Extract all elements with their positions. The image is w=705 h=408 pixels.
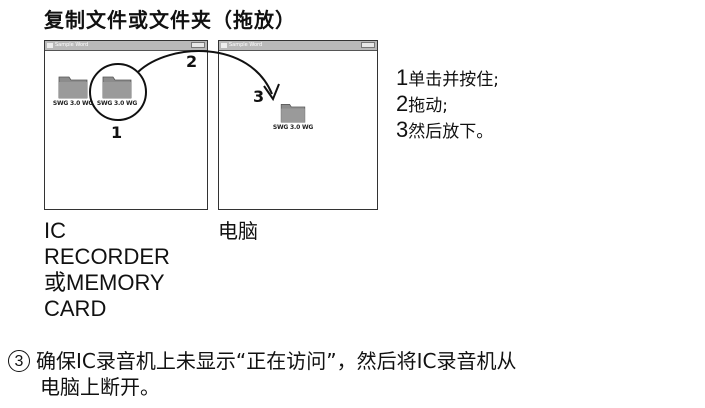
folder-icon bbox=[102, 76, 132, 99]
label-line: IC bbox=[44, 218, 66, 243]
folder-item[interactable]: SWG 3.0 WG bbox=[45, 73, 101, 107]
label-line: CARD bbox=[44, 296, 107, 321]
instruction-number: 1 bbox=[396, 65, 409, 90]
window-icon bbox=[221, 43, 227, 48]
drag-arrow bbox=[137, 50, 273, 95]
instruction-text: 拖动; bbox=[408, 96, 448, 116]
folder-name: SWG 3.0 WG bbox=[272, 124, 314, 131]
instruction-row: 3然后放下。 bbox=[396, 118, 499, 144]
window-titlebar: Sample Word bbox=[45, 41, 207, 51]
instruction-list: 1单击并按住; 2拖动; 3然后放下。 bbox=[396, 66, 499, 144]
instruction-text: 然后放下。 bbox=[408, 122, 494, 142]
folder-item[interactable]: SWG 3.0 WG bbox=[265, 101, 321, 131]
folder-name: SWG 3.0 WG bbox=[96, 100, 138, 107]
window-icon bbox=[47, 43, 53, 48]
selection-circle bbox=[89, 63, 147, 121]
folder-name: SWG 3.0 WG bbox=[52, 100, 94, 107]
step-3-line-2: 电脑上断开。 bbox=[40, 375, 160, 399]
circled-step-number: 3 bbox=[8, 350, 30, 372]
window-close-button[interactable] bbox=[361, 42, 375, 48]
instruction-row: 1单击并按住; bbox=[396, 66, 499, 92]
computer-window: Sample Word SWG 3.0 WG 3 bbox=[218, 40, 378, 210]
folder-item[interactable]: SWG 3.0 WG bbox=[89, 73, 145, 107]
page-title: 复制文件或文件夹（拖放） bbox=[44, 8, 296, 32]
instruction-row: 2拖动; bbox=[396, 92, 499, 118]
ic-recorder-label: IC RECORDER 或MEMORY CARD bbox=[44, 218, 170, 322]
window-title: Sample Word bbox=[55, 42, 89, 48]
folder-icon bbox=[58, 76, 88, 99]
step-marker-3: 3 bbox=[253, 87, 265, 106]
step-marker-2: 2 bbox=[186, 52, 198, 71]
step-marker-1: 1 bbox=[111, 123, 123, 142]
instruction-text: 单击并按住; bbox=[408, 70, 499, 90]
arrow-head-icon bbox=[263, 83, 280, 102]
window-titlebar: Sample Word bbox=[219, 41, 377, 51]
instruction-number: 2 bbox=[396, 91, 409, 116]
step-3-line-1: 确保IC录音机上未显示“正在访问”，然后将IC录音机从 bbox=[36, 349, 517, 373]
instruction-number: 3 bbox=[396, 117, 409, 142]
ic-recorder-window: Sample Word SWG 3.0 WG SWG 3.0 WG 1 bbox=[44, 40, 208, 210]
step-3-instruction: 3 确保IC录音机上未显示“正在访问”，然后将IC录音机从 电脑上断开。 bbox=[8, 348, 698, 400]
label-line: 或MEMORY bbox=[44, 270, 165, 295]
label-line: RECORDER bbox=[44, 244, 170, 269]
window-close-button[interactable] bbox=[191, 42, 205, 48]
window-title: Sample Word bbox=[229, 42, 263, 48]
computer-label: 电脑 bbox=[218, 219, 258, 243]
folder-icon bbox=[280, 104, 306, 123]
